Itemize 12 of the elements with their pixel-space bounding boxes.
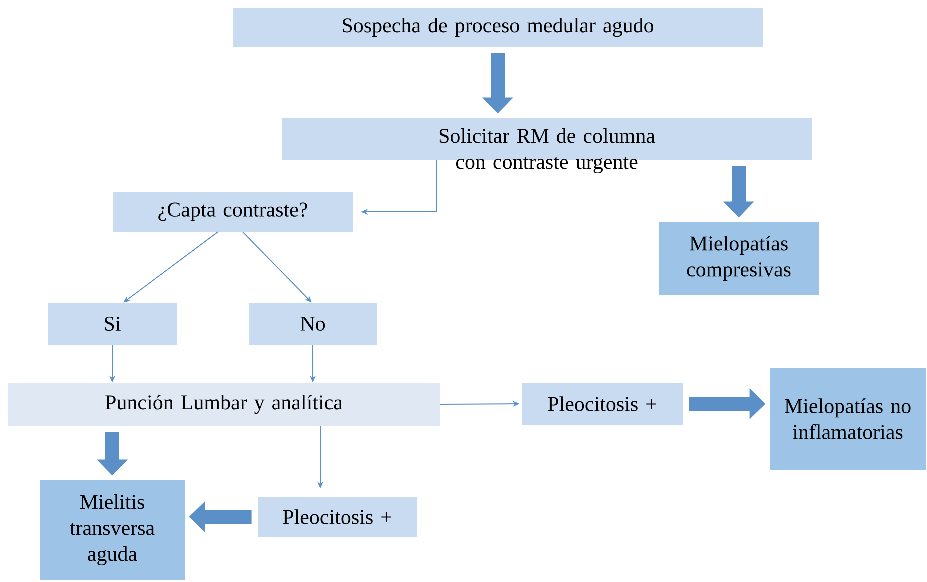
node-label: con contraste urgente — [456, 157, 638, 174]
answer-box: Si — [48, 303, 177, 345]
result-box: Mielitis transversa aguda — [40, 480, 185, 580]
answer-box: No — [249, 303, 377, 345]
process-box: Solicitar RM de columna con contraste urgente — [282, 118, 812, 174]
process-box: Sospecha de proceso medular agudo — [233, 8, 763, 47]
process-box: Punción Lumbar y analítica — [8, 383, 440, 426]
result-box: Pleocitosis + — [258, 497, 417, 537]
decision-box: ¿Capta contraste? — [113, 192, 353, 232]
result-box: Mielopatías no inflamatorias — [770, 368, 926, 470]
result-box: Pleocitosis + — [522, 383, 683, 425]
result-box: Mielopatías compresivas — [659, 222, 819, 295]
